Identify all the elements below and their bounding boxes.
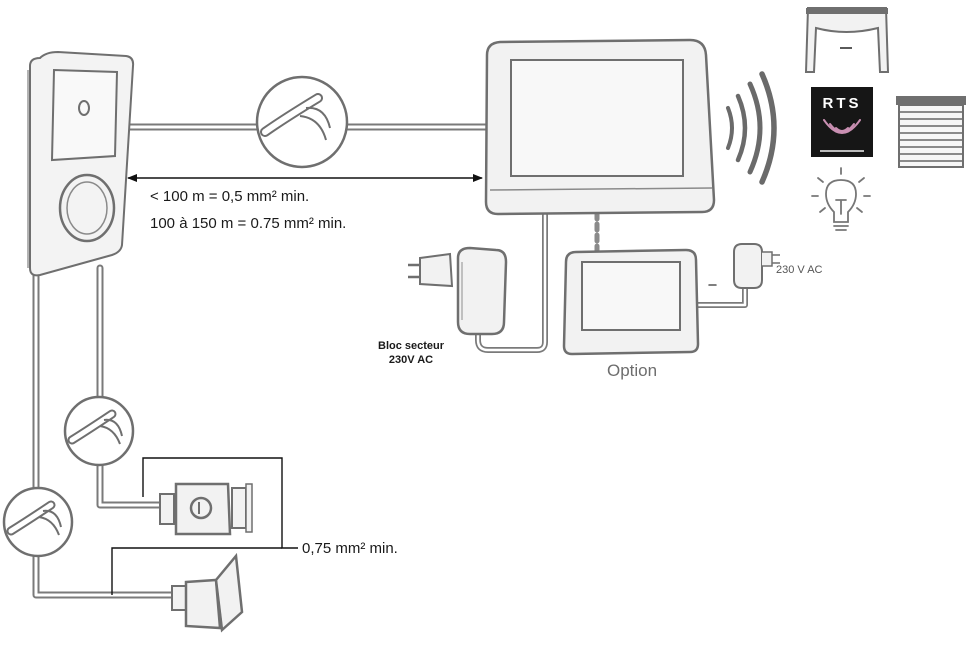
indoor-monitor-screen [510, 59, 684, 177]
cable-option-power [689, 282, 748, 308]
door-station [27, 50, 135, 277]
cable-detail-top-icon [255, 75, 349, 169]
option-monitor [562, 248, 700, 356]
cable-detail-middle-icon [63, 395, 135, 467]
power-adapter-option [733, 243, 780, 289]
gate-motor [171, 552, 244, 633]
indoor-monitor [484, 38, 716, 216]
roller-shutter-icon [896, 96, 966, 168]
rts-logo: RTS [811, 87, 873, 157]
wireless-signal-icon [726, 71, 777, 185]
cable-monitor-power [475, 212, 548, 353]
strike-lock [159, 482, 253, 536]
label-cable-section-lock: 0,75 mm² min. [302, 540, 398, 557]
cable-detail-bottom-icon [2, 486, 74, 558]
call-button-icon [58, 173, 116, 243]
label-distance-150m: 100 à 150 m = 0.75 mm² min. [150, 215, 347, 232]
cable-gate-motor [32, 271, 176, 599]
label-power-supply: Bloc secteur 230V AC [378, 339, 444, 367]
rts-logo-text: RTS [823, 95, 862, 112]
garage-door-icon [804, 7, 890, 73]
wiring-lines-black [111, 457, 298, 595]
label-power-supply-line-1: Bloc secteur [378, 340, 445, 352]
light-bulb-icon [811, 167, 871, 231]
cable-strike-lock [96, 264, 164, 509]
power-adapter-main [408, 246, 508, 336]
camera-lens-icon [78, 100, 90, 116]
label-option: Option [607, 361, 658, 380]
label-230v-option: 230 V AC [776, 264, 823, 276]
cables [32, 123, 748, 599]
label-power-supply-line-2: 230V AC [388, 354, 434, 366]
option-monitor-screen [581, 261, 681, 331]
label-distance-100m: < 100 m = 0,5 mm² min. [150, 188, 310, 205]
keyhole-icon [189, 496, 213, 520]
